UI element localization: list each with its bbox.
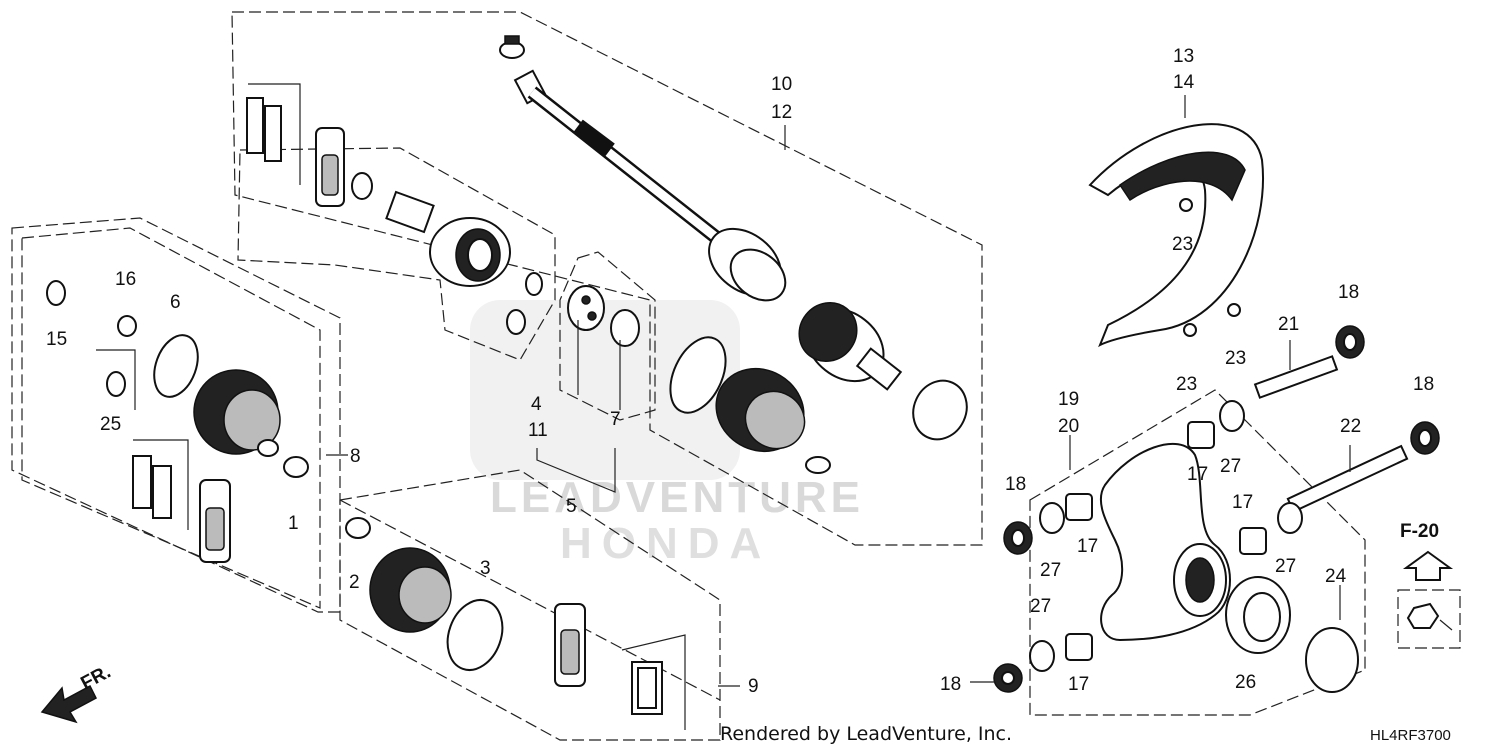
- ref-label: F-20: [1400, 521, 1439, 542]
- callout-27b: 27: [1040, 560, 1061, 581]
- callout-5: 5: [566, 496, 577, 517]
- watermark-text: LEADVENTURE: [490, 473, 864, 522]
- drive-shaft: [513, 69, 903, 391]
- wheel-bearing: [1225, 576, 1291, 654]
- snap-ring: [610, 309, 640, 347]
- callout-11: 11: [528, 420, 548, 441]
- frame-boot-kit: [339, 469, 721, 741]
- frame-bearing-kit: [559, 251, 656, 421]
- callout-21: 21: [1278, 314, 1299, 335]
- clamp-top: [499, 35, 525, 59]
- callout-10: 10: [771, 74, 792, 95]
- callout-17a: 17: [1187, 464, 1208, 485]
- callout-27c: 27: [1275, 556, 1296, 577]
- inner-joint: [385, 190, 511, 287]
- axle-nut: [1406, 602, 1453, 631]
- leader-lines: [326, 95, 1351, 687]
- mud-guard: [1088, 123, 1264, 348]
- clamp-large-left: [669, 336, 727, 414]
- callout-2: 2: [349, 572, 360, 593]
- ref-arrow-icon: [1402, 550, 1454, 581]
- callout-17b: 17: [1077, 536, 1098, 557]
- callout-9: 9: [748, 676, 759, 697]
- clamp-large-right: [912, 379, 968, 441]
- callout-27d: 27: [1030, 596, 1051, 617]
- callout-12: 12: [771, 102, 792, 123]
- circlip-mid: [525, 272, 543, 296]
- outer-kit-parts: [46, 280, 309, 563]
- knuckle: [1099, 442, 1231, 642]
- front-arrow-icon: [40, 684, 97, 724]
- ref-f20: F-20: [1400, 521, 1454, 581]
- callout-15: 15: [46, 329, 67, 350]
- callout-3: 3: [480, 558, 491, 579]
- grease-kit-upper: [246, 83, 345, 207]
- callout-17c: 17: [1232, 492, 1253, 513]
- diagram-code: HL4RF3700: [1370, 727, 1451, 744]
- callout-14: 14: [1173, 72, 1195, 93]
- callout-22: 22: [1340, 416, 1361, 437]
- callout-6: 6: [170, 292, 181, 313]
- callout-7: 7: [610, 409, 621, 430]
- callout-4: 4: [531, 394, 542, 415]
- boot-kit-parts: [345, 517, 686, 730]
- frame-outer-kit: [11, 217, 341, 613]
- callout-26: 26: [1235, 672, 1256, 693]
- callout-19: 19: [1058, 389, 1079, 410]
- callout-18c: 18: [1005, 474, 1026, 495]
- callout-18b: 18: [1413, 374, 1434, 395]
- callout-20: 20: [1058, 416, 1079, 437]
- circlip-upper: [351, 172, 373, 200]
- callout-24: 24: [1325, 566, 1347, 587]
- bearing-snap-ring: [1305, 627, 1359, 693]
- callout-8: 8: [350, 446, 361, 467]
- seals: [993, 325, 1440, 693]
- credit-text: Rendered by LeadVenture, Inc.: [720, 723, 1012, 745]
- callout-18a: 18: [1338, 282, 1359, 303]
- boot-mid: [715, 367, 806, 453]
- callout-18d: 18: [940, 674, 961, 695]
- callout-27a: 27: [1220, 456, 1241, 477]
- direction-indicator: FR.: [40, 662, 114, 724]
- callout-23b: 23: [1225, 348, 1246, 369]
- callout-13: 13: [1173, 46, 1194, 67]
- frame-inner-kit: [21, 227, 321, 609]
- bearing-cage: [567, 285, 605, 331]
- clamp-small-mid: [805, 456, 831, 474]
- frame-nut-ref: [1397, 589, 1461, 649]
- pin-21: [1253, 355, 1339, 399]
- callout-1: 1: [288, 513, 299, 534]
- watermark-brand: HONDA: [560, 519, 771, 568]
- circlip-lower: [506, 309, 526, 335]
- frame-inner-joint: [237, 147, 556, 361]
- callout-23a: 23: [1172, 234, 1193, 255]
- callout-25: 25: [100, 414, 121, 435]
- callout-17d: 17: [1068, 674, 1089, 695]
- callouts: 1 2 3 4 5 6 7 8 9 10 11 12 13 14 15 16 1…: [46, 46, 1434, 697]
- callout-16: 16: [115, 269, 136, 290]
- callout-23c: 23: [1176, 374, 1197, 395]
- pin-22: [1286, 444, 1409, 513]
- frame-knuckle-assembly: [1029, 389, 1366, 716]
- frame-shaft-assembly: [231, 11, 983, 546]
